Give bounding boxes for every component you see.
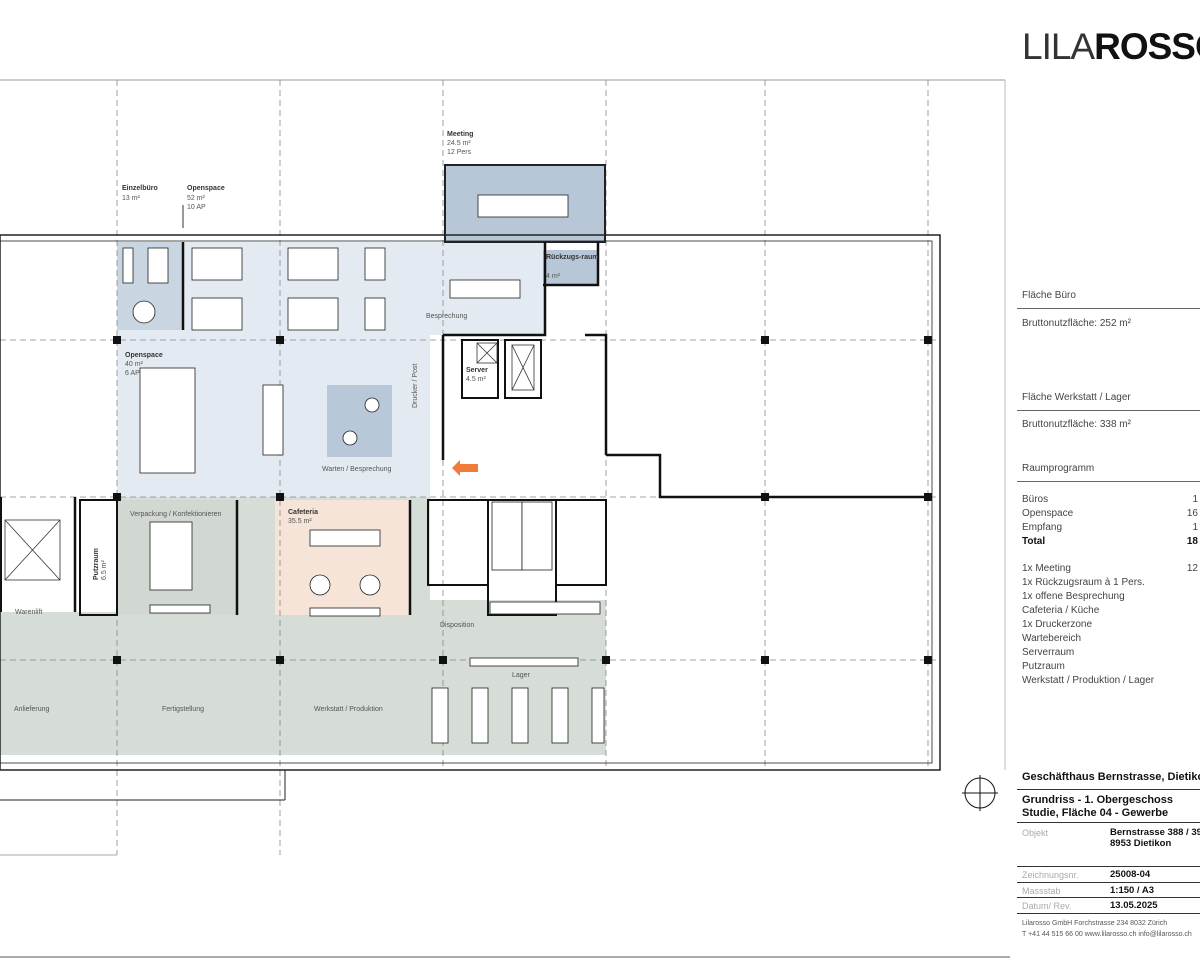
divider <box>1017 913 1200 914</box>
room-label-server: Server <box>466 367 488 374</box>
room-area: 4 m² <box>546 273 561 280</box>
room-label-cafeteria: Cafeteria <box>288 509 318 516</box>
room-seats: 12 Pers <box>447 149 472 156</box>
company-contact: T +41 44 515 66 00 www.lilarosso.ch info… <box>1022 931 1192 938</box>
room-seats: 10 AP <box>187 204 206 211</box>
program-extra: 1x Druckerzone <box>1022 619 1093 630</box>
room-label-openspace-2: Openspace <box>125 352 163 359</box>
program-extra: Werkstatt / Produktion / Lager <box>1022 675 1155 686</box>
room-area: 6.5 m² <box>101 559 108 580</box>
program-extra: Wartebereich <box>1022 633 1082 644</box>
room-label-putzraum: Putzraum <box>93 548 100 580</box>
program-extra: Putzraum <box>1022 661 1065 672</box>
scale-label: Massstab <box>1022 886 1061 896</box>
area-buero: Bruttonutzfläche: 252 m² <box>1022 318 1131 329</box>
waiting-zone <box>327 385 392 457</box>
divider <box>1017 897 1200 898</box>
lilarosso-logo: LILAROSSO <box>1022 26 1200 68</box>
drawing-number-label: Zeichnungsnr. <box>1022 870 1079 880</box>
objekt-address: Bernstrasse 388 / 390 <box>1110 827 1200 838</box>
room-label-warenlift: Warenlift <box>15 609 42 616</box>
logo-light: LILA <box>1022 26 1095 67</box>
room-area: 4.5 m² <box>466 376 487 383</box>
date-value: 13.05.2025 <box>1110 900 1158 911</box>
room-label-fertigstellung: Fertigstellung <box>162 706 204 713</box>
room-area: 40 m² <box>125 361 144 368</box>
room-label-werkstatt: Werkstatt / Produktion <box>314 706 383 713</box>
divider <box>1017 789 1200 790</box>
room-label-meeting: Meeting <box>447 131 473 138</box>
room-label-openspace: Openspace <box>187 185 225 192</box>
objekt-city: 8953 Dietikon <box>1110 838 1172 849</box>
section-title-buero: Fläche Büro <box>1022 290 1076 301</box>
divider <box>1017 308 1200 309</box>
logo-bold: ROSSO <box>1094 26 1200 67</box>
date-label: Datum/ Rev. <box>1022 901 1072 911</box>
section-title-werkstatt: Fläche Werkstatt / Lager <box>1022 392 1131 403</box>
room-area: 35.5 m² <box>288 518 312 525</box>
area-werkstatt: Bruttonutzfläche: 338 m² <box>1022 419 1131 430</box>
program-extra: 1x Rückzugsraum à 1 Pers. <box>1022 577 1145 588</box>
room-area: 13 m² <box>122 195 141 202</box>
program-extra: 1x offene Besprechung <box>1022 591 1125 602</box>
floor-plan: Einzelbüro 13 m² Openspace 52 m² 10 AP M… <box>0 79 1010 958</box>
program-extra: Serverraum <box>1022 647 1075 658</box>
furniture <box>122 194 605 744</box>
room-area: 24.5 m² <box>447 140 471 147</box>
lift-shafts <box>4 342 535 581</box>
room-label-besprechung: Besprechung <box>426 313 467 320</box>
project-title: Geschäfthaus Bernstrasse, Dietikon <box>1022 771 1200 783</box>
drawing-subtitle: Studie, Fläche 04 - Gewerbe <box>1022 807 1169 819</box>
divider <box>1017 822 1200 823</box>
room-label-warten: Warten / Besprechung <box>322 466 391 473</box>
divider <box>1017 410 1200 411</box>
interior-walls <box>0 242 932 616</box>
room-label-verpackung: Verpackung / Konfektionieren <box>130 511 222 518</box>
lift-area <box>0 497 117 612</box>
room-area: 52 m² <box>187 195 206 202</box>
entrance-arrow-icon <box>452 460 478 476</box>
room-label-drucker: Drucker / Post <box>412 364 419 408</box>
program-extra: Cafeteria / Küche <box>1022 605 1100 616</box>
room-label-rueckzug: Rückzugs-raum <box>546 254 599 261</box>
rueckzug-room <box>543 250 598 285</box>
room-label-anlieferung: Anlieferung <box>14 706 50 713</box>
cafeteria-room <box>275 500 410 615</box>
company-address: Lilarosso GmbH Forchstrasse 234 8032 Zür… <box>1022 920 1168 927</box>
divider <box>1017 481 1200 482</box>
room-label-disposition: Disposition <box>440 622 474 629</box>
objekt-label: Objekt <box>1022 828 1049 838</box>
room-label-lager: Lager <box>512 672 531 679</box>
drawing-number: 25008-04 <box>1110 869 1151 880</box>
drawing-title: Grundriss - 1. Obergeschoss <box>1022 794 1173 806</box>
divider <box>1017 882 1200 883</box>
room-seats: 6 AP <box>125 370 140 377</box>
north-arrow-icon <box>962 775 998 811</box>
outer-walls <box>0 164 941 856</box>
section-title-raumprogramm: Raumprogramm <box>1022 463 1095 474</box>
divider <box>1017 866 1200 867</box>
room-label-einzelbuero: Einzelbüro <box>122 185 158 192</box>
scale-value: 1:150 / A3 <box>1110 885 1155 896</box>
